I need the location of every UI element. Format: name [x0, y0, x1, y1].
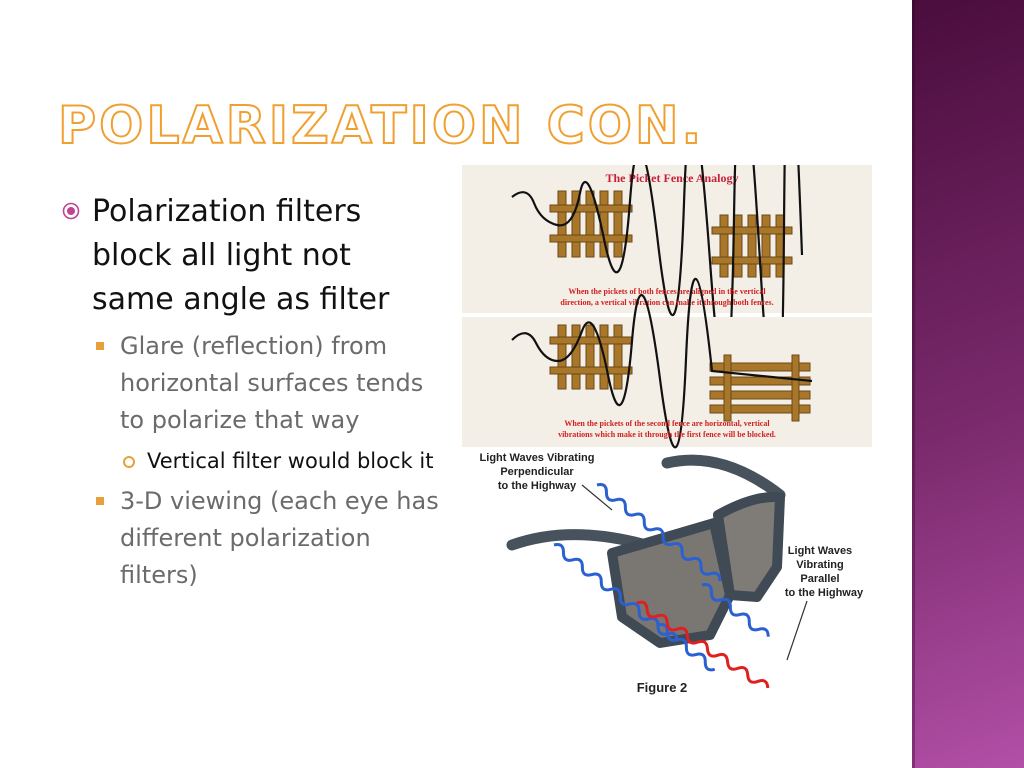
- blue-wave-3: [657, 622, 716, 672]
- caption2-line1: When the pickets of the second fence are…: [564, 419, 770, 428]
- label-parallel-2: Vibrating: [796, 559, 843, 571]
- blue-wave-4: [701, 582, 770, 637]
- sunglasses-icon: [506, 454, 786, 648]
- label-parallel-4: to the Highway: [785, 587, 864, 599]
- caption1-line1: When the pickets of both fences are alig…: [568, 287, 766, 296]
- label-perpendicular-3: to the Highway: [498, 480, 577, 492]
- pointer-line-perpendicular: [581, 484, 613, 511]
- band-edge-rule: [912, 0, 915, 768]
- blue-wave-1: [596, 482, 722, 582]
- wave-blocked: [511, 277, 813, 449]
- fence-vertical-left: [549, 190, 633, 258]
- ring-bullet-icon: [123, 456, 135, 468]
- bullet-level3: Vertical filter would block it: [120, 445, 442, 477]
- bullet-level2-text: 3-D viewing (each eye has different pola…: [120, 487, 439, 589]
- bullet-level3-text: Vertical filter would block it: [147, 449, 434, 473]
- fence-horizontal: [709, 354, 811, 422]
- square-bullet-icon: [96, 342, 104, 350]
- figure-label: Figure 2: [637, 680, 688, 695]
- label-perpendicular-1: Light Waves Vibrating: [480, 452, 595, 464]
- caption1-line2: direction, a vertical vibration can make…: [560, 298, 773, 307]
- pointer-line-parallel: [786, 600, 808, 661]
- red-wave: [636, 600, 770, 689]
- square-bullet-icon: [96, 497, 104, 505]
- fence-vertical-right: [711, 214, 793, 278]
- bullet-level2-text: Glare (reflection) from horizontal surfa…: [120, 332, 424, 434]
- polarization-figure: The Picket Fence Analogy When the picket…: [462, 165, 872, 695]
- fence-vertical-left-2: [549, 324, 633, 390]
- caption2-line2: vibrations which make it through the fir…: [558, 430, 776, 439]
- bullet-level1-text: Polarization filters block all light not…: [92, 194, 390, 317]
- picket-panel-1-bg: [462, 165, 872, 313]
- label-parallel-1: Light Waves: [788, 545, 852, 557]
- label-perpendicular-2: Perpendicular: [500, 466, 574, 478]
- bullet-level1: Polarization filters block all light not…: [62, 190, 442, 322]
- bullet-level2-3d: 3-D viewing (each eye has different pola…: [92, 483, 442, 594]
- slide-title: Polarization con.: [57, 95, 705, 157]
- label-parallel-3: Parallel: [800, 573, 839, 585]
- target-circle-icon: [62, 202, 80, 220]
- picket-title: The Picket Fence Analogy: [606, 171, 739, 185]
- bullet-list: Polarization filters block all light not…: [62, 190, 442, 594]
- bullet-level2-glare: Glare (reflection) from horizontal surfa…: [92, 328, 442, 439]
- decorative-side-band: [912, 0, 1024, 768]
